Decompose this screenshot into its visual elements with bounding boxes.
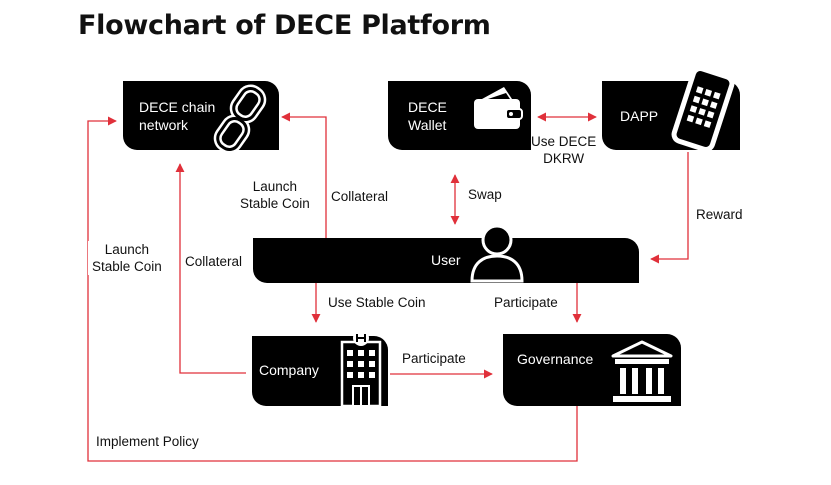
edge-label-launch-stable-coin-left: Launch Stable Coin bbox=[88, 241, 166, 275]
chain-label-line2: network bbox=[139, 117, 189, 133]
node-user: User bbox=[253, 224, 639, 283]
node-governance: Governance bbox=[503, 334, 681, 406]
node-dece-wallet: DECE Wallet bbox=[388, 81, 531, 150]
edge-label-collateral-top: Collateral bbox=[331, 189, 389, 204]
edge-label-implement-policy: Implement Policy bbox=[96, 434, 199, 449]
edge-label-participate-company: Participate bbox=[402, 351, 466, 366]
smartphone-icon bbox=[671, 67, 735, 151]
governance-label: Governance bbox=[517, 351, 594, 367]
edge-label-launch-stable-coin-top: Launch Stable Coin bbox=[240, 179, 310, 211]
edge-label-participate-user: Participate bbox=[494, 295, 558, 310]
page-title: Flowchart of DECE Platform bbox=[78, 10, 491, 41]
user-icon bbox=[470, 224, 524, 283]
wallet-label-line2: Wallet bbox=[408, 117, 447, 133]
edge-label-swap: Swap bbox=[468, 187, 502, 202]
company-label: Company bbox=[259, 362, 319, 378]
edge-label-collateral-left: Collateral bbox=[185, 253, 243, 270]
hospital-building-icon bbox=[340, 330, 382, 406]
wallet-label-line1: DECE bbox=[408, 99, 447, 115]
edge-label-use-dece-dkrw: Use DECE DKRW bbox=[531, 134, 597, 166]
edge-label-use-stable-coin: Use Stable Coin bbox=[328, 295, 426, 310]
bank-columns-icon bbox=[611, 340, 673, 402]
edge-user-to-chain bbox=[281, 112, 327, 238]
node-dece-chain-network: DECE chain network bbox=[123, 81, 279, 154]
edge-label-reward: Reward bbox=[696, 207, 743, 222]
node-dapp: DAPP bbox=[602, 67, 740, 151]
chain-link-icon bbox=[213, 84, 267, 154]
chain-label-line1: DECE chain bbox=[139, 99, 216, 115]
edge-chain-company bbox=[175, 163, 246, 374]
edge-governance-to-chain bbox=[87, 116, 578, 462]
edge-dapp-to-user bbox=[650, 152, 689, 264]
user-label: User bbox=[431, 252, 461, 268]
node-company: Company bbox=[252, 330, 388, 406]
wallet-icon bbox=[474, 87, 523, 129]
dapp-label: DAPP bbox=[620, 108, 659, 124]
